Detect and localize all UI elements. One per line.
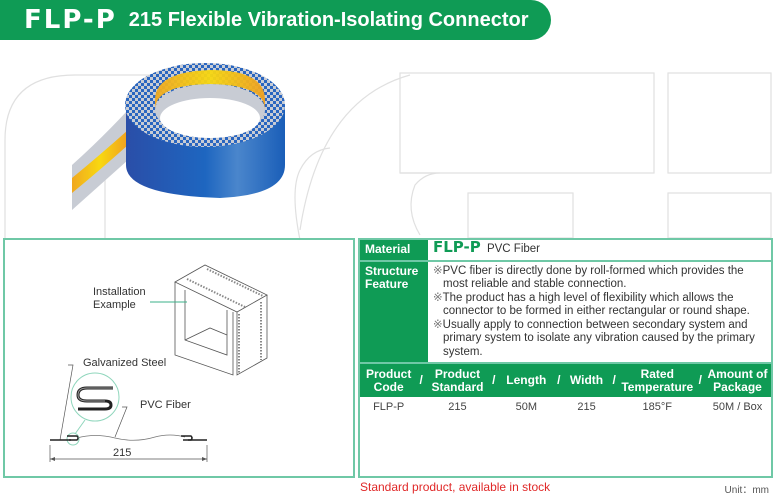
structure-header-line2: Feature [365,276,409,291]
title-banner: FLP-P 215 Flexible Vibration-Isolating C… [0,0,551,40]
bullet-mark: ※ [433,264,443,277]
cell-width: 215 [577,401,596,413]
col-header-line2: Standard [431,379,484,394]
col-header-line2: Package [713,379,762,394]
specification-panel: Material FLP-P PVC Fiber Structure Featu… [358,238,773,478]
cell-product-code: FLP-P [373,401,405,413]
unit-note: Unit：mm [724,485,769,496]
table-row: FLP-P 215 50M 215 185°F 50M / Box [360,397,771,417]
feature-item: ※Usually apply to connection between sec… [433,319,766,360]
feature-text: PVC fiber is directly done by roll-forme… [442,264,744,291]
feature-item: ※The product has a high level of flexibi… [433,292,766,319]
feature-item: ※PVC fiber is directly done by roll-form… [433,265,766,292]
col-header-line1: Amount of [707,366,768,381]
col-header-line1: Product [434,366,481,381]
bullet-mark: ※ [433,318,443,331]
feature-text: The product has a high level of flexibil… [442,291,750,318]
cell-rated-temperature: 185°F [642,401,672,413]
col-header-length: Length [506,373,547,387]
col-separator: / [492,373,496,387]
galvanized-steel-label: Galvanized Steel [83,357,167,369]
title-product-code: FLP-P [24,5,117,35]
col-separator: / [698,373,702,387]
material-code: FLP-P [433,238,481,256]
product-roll-image [72,63,285,210]
installation-example-label: Installation Example [93,286,146,312]
col-header-line2: Temperature [621,379,694,394]
material-value-cell: FLP-P PVC Fiber [428,240,771,260]
structure-row: Structure Feature ※PVC fiber is directly… [360,261,771,364]
col-separator: / [557,373,561,387]
col-separator: / [612,373,616,387]
col-header-width: Width [569,373,604,387]
cell-amount-of-package: 50M / Box [712,401,763,413]
col-header-line2: Code [373,379,404,394]
structure-header: Structure Feature [360,261,428,362]
title-text: 215 Flexible Vibration-Isolating Connect… [128,8,529,31]
material-value: PVC Fiber [486,243,541,255]
structure-features: ※PVC fiber is directly done by roll-form… [428,262,771,363]
installation-diagram-drawing [49,264,268,462]
col-header-line1: Product [366,366,412,381]
col-header-line1: Rated [640,366,674,381]
col-separator: / [419,373,423,387]
installation-label-line2: Example [93,299,136,311]
material-header: Material [360,240,428,260]
material-row: Material FLP-P PVC Fiber [360,240,771,262]
installation-diagram-panel: Installation Example Galvanized Steel PV… [3,238,355,478]
structure-header-line1: Structure [365,263,419,278]
cell-product-standard: 215 [448,401,467,413]
dimension-label: 215 [113,447,132,459]
cell-length: 50M [515,401,537,413]
bullet-mark: ※ [433,291,443,304]
stock-note: Standard product, available in stock [360,480,551,494]
installation-label-line1: Installation [93,286,146,298]
feature-text: Usually apply to connection between seco… [442,318,755,358]
pvc-fiber-label: PVC Fiber [140,399,191,411]
